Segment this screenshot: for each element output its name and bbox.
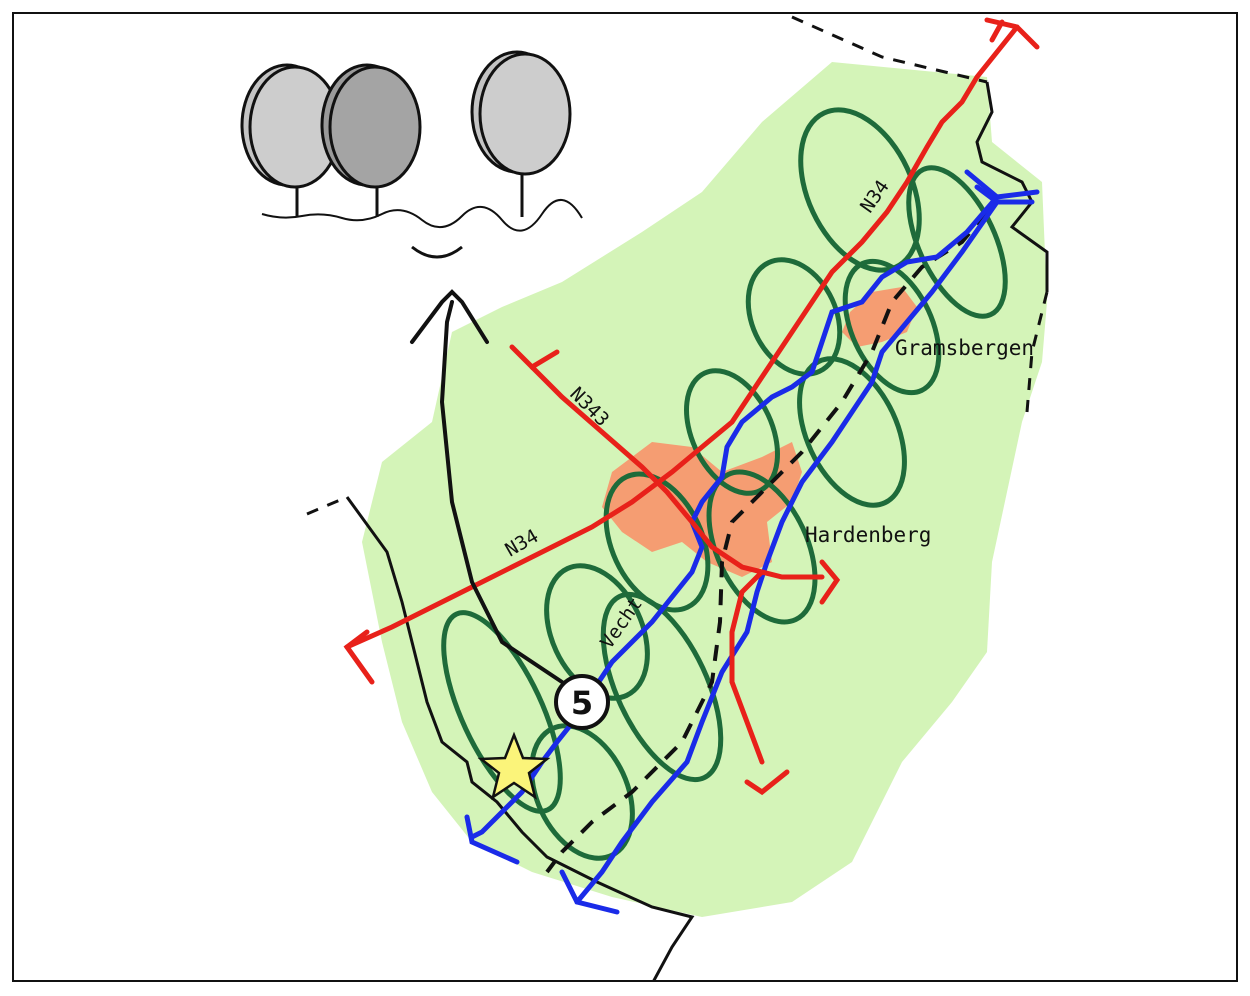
star-icon <box>477 731 551 800</box>
boundary-line-dashed <box>306 495 348 516</box>
road-arrow <box>509 344 560 371</box>
road-n34 <box>344 24 1020 650</box>
road-arrow <box>819 559 841 605</box>
town-label-gramsbergen: Gramsbergen <box>895 336 1034 360</box>
viewpoint-line <box>439 300 564 684</box>
road-branch-south <box>729 569 765 765</box>
river-line <box>574 199 1000 905</box>
boundary-line <box>975 81 1049 292</box>
loop <box>797 356 907 508</box>
loop <box>842 258 942 396</box>
road-arrow <box>989 19 1005 43</box>
river-arrow <box>964 169 1040 200</box>
loop <box>441 610 563 814</box>
river-line <box>469 194 1000 840</box>
road-arrow <box>744 769 790 796</box>
map-canvas: Gramsbergen Hardenberg N34 N34 N343 Vech… <box>240 15 1049 980</box>
viewpoint-arrowhead <box>410 289 489 344</box>
viewpoint-icon <box>554 674 610 730</box>
viewpoint-number: 5 <box>571 684 593 722</box>
river-arrow <box>559 869 620 915</box>
river-arrow <box>464 814 520 865</box>
loop <box>544 563 650 701</box>
loop <box>603 471 711 613</box>
loop <box>745 257 843 377</box>
loop <box>684 368 780 496</box>
boundary-line-dashed <box>791 15 988 84</box>
river-arrow <box>974 184 1035 205</box>
map-frame: Gramsbergen Hardenberg N34 N34 N343 Vech… <box>12 12 1238 982</box>
viewpoint-marker: 5 <box>554 674 610 730</box>
river-vecht <box>464 169 1040 915</box>
roads <box>343 17 1040 796</box>
viewpoint-path <box>410 289 564 684</box>
railway-line <box>545 210 989 874</box>
trees-icon <box>240 50 583 259</box>
town-label-hardenberg: Hardenberg <box>805 523 931 547</box>
road-arrow <box>343 629 375 685</box>
road-arrow <box>984 17 1040 50</box>
loop <box>600 591 724 783</box>
